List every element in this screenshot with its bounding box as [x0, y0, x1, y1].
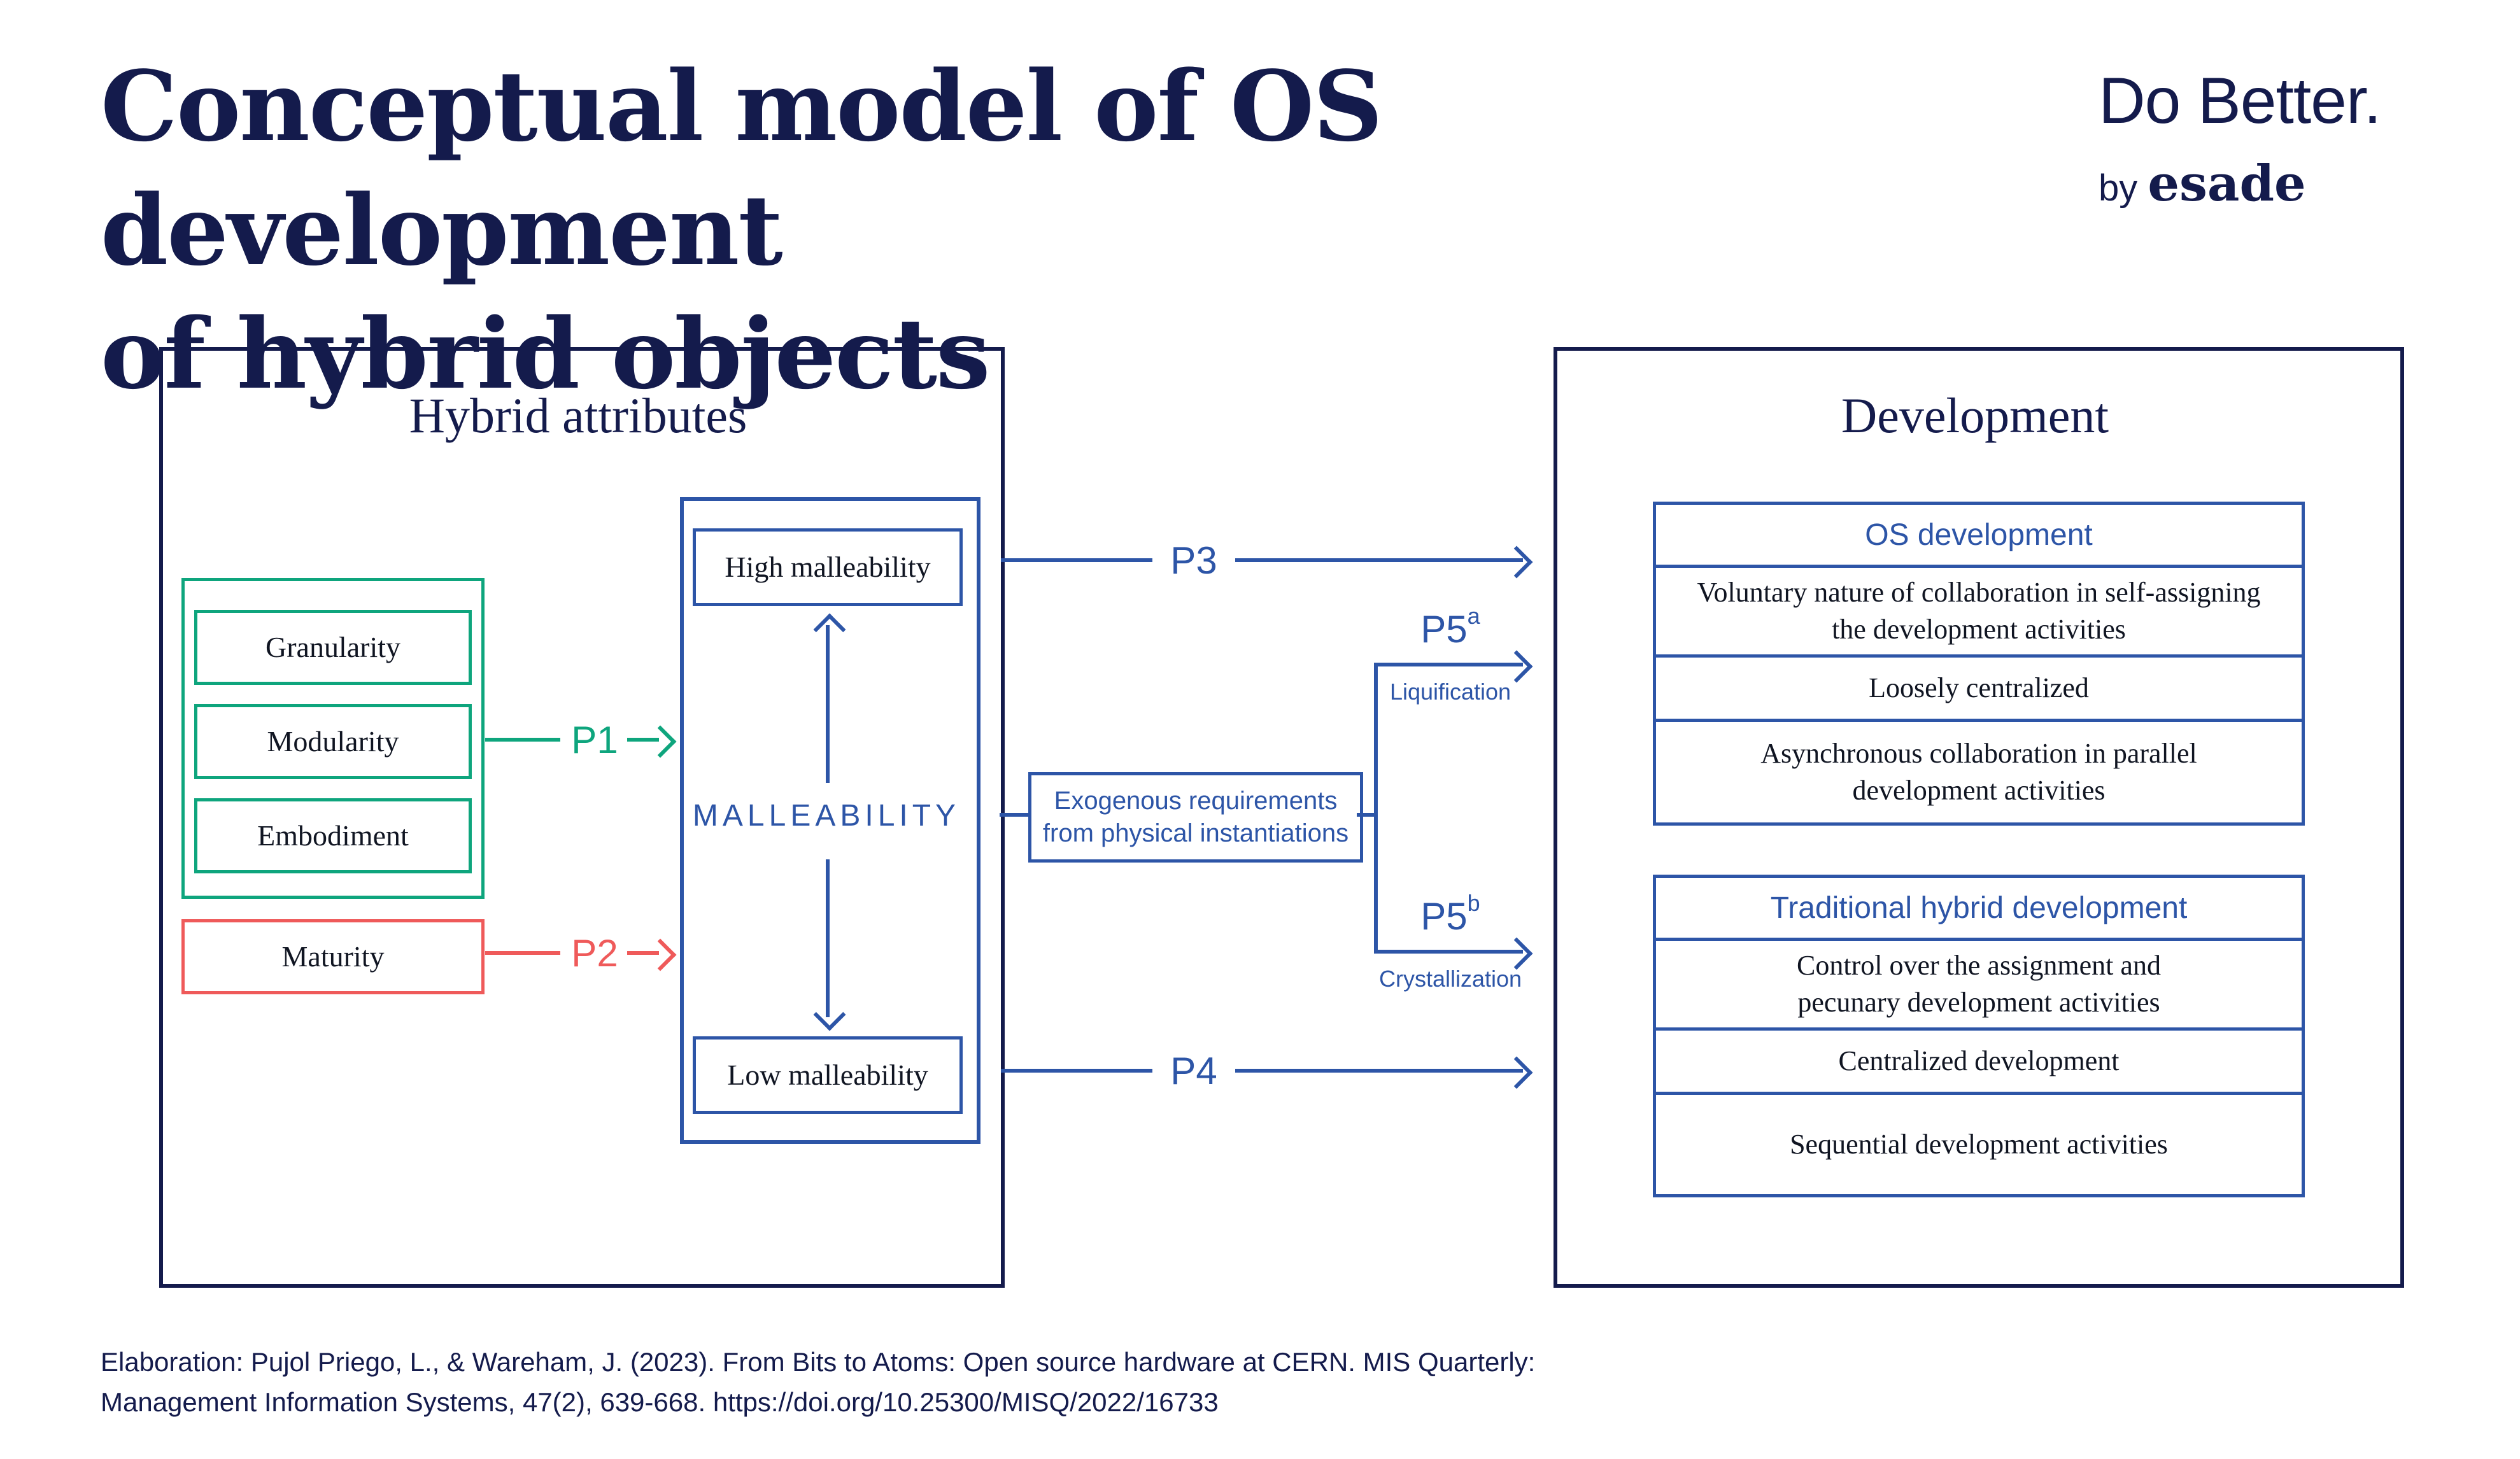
embodiment-label: Embodiment: [257, 819, 409, 852]
page-title-line-2: of hybrid objects: [101, 297, 991, 411]
p5b-superscript: b: [1467, 890, 1480, 916]
embodiment-box: Embodiment: [194, 798, 472, 873]
malleability-axis-label: MALLEABILITY: [692, 799, 961, 833]
p4-line-right: [1235, 1069, 1523, 1073]
high-malleability-box: High malleability: [693, 528, 963, 606]
p5b-line: [1374, 950, 1523, 954]
traditional-header: Traditional hybrid development: [1653, 875, 2305, 941]
byline-by: by: [2099, 167, 2138, 209]
modularity-label: Modularity: [267, 725, 399, 758]
p3-label: P3: [1170, 539, 1217, 582]
traditional-row-centralized-text: Centralized development: [1838, 1045, 2120, 1076]
traditional-development-block: Traditional hybrid development Control o…: [1653, 875, 2305, 1197]
maturity-box: Maturity: [181, 919, 485, 994]
exogenous-line-2: from physical instantiations: [1042, 819, 1349, 847]
p5a-line: [1374, 663, 1523, 666]
hybrid-attributes-panel: [159, 347, 1005, 1288]
p5a-label-text: P5: [1420, 607, 1468, 651]
low-malleability-label: Low malleability: [727, 1059, 928, 1092]
p2-line-left: [485, 951, 560, 955]
development-panel: [1554, 347, 2404, 1288]
hybrid-attributes-title: Hybrid attributes: [409, 388, 747, 443]
traditional-row-sequential: Sequential development activities: [1653, 1092, 2305, 1197]
p1-line-left: [485, 738, 560, 742]
p1-label: P1: [571, 718, 618, 761]
p5-vertical-line: [1374, 663, 1378, 954]
p2-label: P2: [571, 931, 618, 975]
do-better-wordmark: Do Better.: [2099, 64, 2382, 137]
p5b-arrowhead-icon: [1500, 937, 1533, 970]
p5a-superscript: a: [1467, 603, 1480, 629]
traditional-row-centralized: Centralized development: [1653, 1027, 2305, 1095]
os-development-header: OS development: [1653, 502, 2305, 568]
exogenous-connector-line: [1000, 813, 1030, 817]
modularity-box: Modularity: [194, 704, 472, 779]
p4-line-left: [1001, 1069, 1152, 1073]
p5b-caption: Crystallization: [1378, 966, 1522, 992]
development-title: Development: [1841, 388, 2109, 443]
p1-line-right: [627, 738, 659, 742]
maturity-label: Maturity: [281, 940, 385, 973]
granularity-group-box: [181, 578, 485, 899]
granularity-label: Granularity: [265, 631, 401, 664]
os-row-loosely: Loosely centralized: [1653, 654, 2305, 722]
esade-wordmark: esade: [2148, 155, 2306, 213]
exogenous-requirements-box: Exogenous requirements from physical ins…: [1028, 772, 1363, 863]
citation: Elaboration: Pujol Priego, L., & Wareham…: [101, 1342, 1979, 1422]
page-title: Conceptual model of OS development of hy…: [101, 45, 2042, 416]
citation-line-2: Management Information Systems, 47(2), 6…: [101, 1387, 1219, 1417]
malleability-outer-box: [680, 497, 980, 1144]
malleability-arrow-upper-line: [826, 625, 830, 783]
os-row-voluntary-text: Voluntary nature of collaboration in sel…: [1697, 576, 2261, 645]
p5a-arrowhead-icon: [1500, 650, 1533, 683]
os-development-block: OS development Voluntary nature of colla…: [1653, 502, 2305, 826]
traditional-row-sequential-text: Sequential development activities: [1790, 1128, 2168, 1160]
traditional-row-control: Control over the assignment and pecunary…: [1653, 938, 2305, 1031]
p4-label: P4: [1170, 1049, 1217, 1092]
malleability-arrow-lower-line: [826, 859, 830, 1017]
p5b-label-text: P5: [1420, 894, 1468, 938]
os-row-asynchronous: Asynchronous collaboration in parallel d…: [1653, 719, 2305, 826]
p3-line-left: [1001, 558, 1152, 562]
brand-logo: Do Better. by esade: [2099, 64, 2382, 213]
p2-line-right: [627, 951, 659, 955]
p5a-caption: Liquification: [1389, 679, 1511, 705]
p5-stub-line: [1357, 813, 1378, 817]
byline: by esade: [2099, 155, 2381, 213]
low-malleability-box: Low malleability: [693, 1036, 963, 1114]
citation-line-1: Elaboration: Pujol Priego, L., & Wareham…: [101, 1347, 1536, 1377]
p3-arrowhead-icon: [1500, 546, 1533, 579]
os-row-asynchronous-text: Asynchronous collaboration in parallel d…: [1760, 737, 2197, 806]
exogenous-line-1: Exogenous requirements: [1054, 786, 1338, 815]
os-row-voluntary: Voluntary nature of collaboration in sel…: [1653, 565, 2305, 658]
high-malleability-label: High malleability: [725, 551, 931, 584]
os-row-loosely-text: Loosely centralized: [1869, 672, 2089, 703]
p4-arrowhead-icon: [1500, 1056, 1533, 1089]
page-title-line-1: Conceptual model of OS development: [101, 49, 1383, 287]
granularity-box: Granularity: [194, 610, 472, 685]
traditional-row-control-text: Control over the assignment and pecunary…: [1797, 949, 2161, 1018]
p3-line-right: [1235, 558, 1523, 562]
